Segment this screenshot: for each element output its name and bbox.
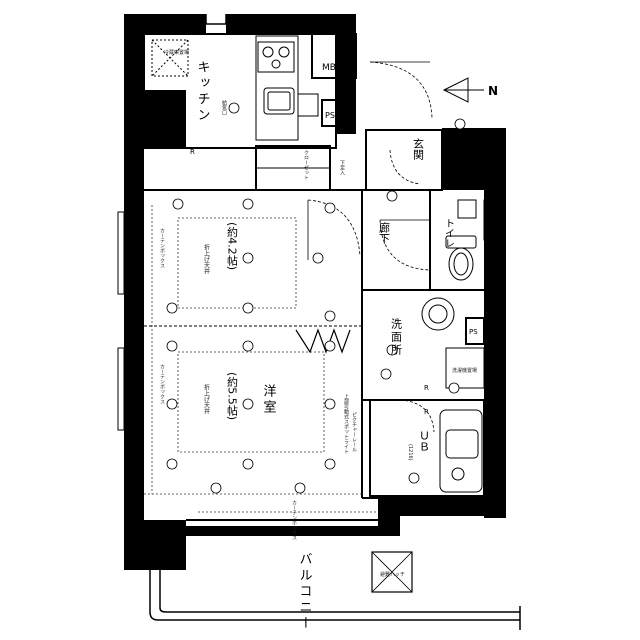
spot-light-label: 上部可動式スポットライト [343,393,349,454]
picture-rail-label: ピクチャーレール [351,412,357,452]
ceiling-light [166,302,178,314]
ceiling-light [324,398,336,410]
washer-label: 洗濯機置場 [452,367,477,374]
bathroom-size: (1216) [407,444,413,461]
ceiling-light [386,344,398,356]
exhaust-label: 給気口 [221,99,227,116]
western-area: (約5.5帖) [226,372,239,420]
curtain-box-label-2: カーテンボックス [159,364,165,404]
ceiling-light [324,202,336,214]
ceiling-light [242,458,254,470]
north-label: N [488,84,498,98]
ceiling-light [242,398,254,410]
fridge-label: 冷蔵庫置場 [164,49,189,56]
closet-label: クローゼット [303,150,309,180]
ceiling-light [242,302,254,314]
ceiling-light [408,472,420,484]
ceiling-light [324,458,336,470]
curtain-box-label-3: カーテンボックス [291,500,297,540]
ceiling-light [386,190,398,202]
doors [295,61,435,433]
r-label-3: R [424,408,429,416]
kitchen-label: キッチン [195,60,210,124]
bathroom-label: ＵＢ [418,430,431,452]
kitchen-fixtures [151,14,319,141]
bedroom-area: (約4.2帖) [226,222,239,270]
shoes-label: 下足入 [339,160,345,175]
ceiling-light [454,118,466,130]
ceiling-light [166,398,178,410]
north-arrow: N [442,77,498,103]
curtain-box-label-1: カーテンボックス [159,228,165,268]
balcony-label: バルコニー [297,552,313,632]
walls [117,14,506,570]
ceiling-light [210,482,222,494]
sanitary-fixtures [421,199,501,493]
ceiling-outlines [144,205,378,513]
ps-label-1: PS [325,111,335,120]
hallway-label: 廊下 [378,221,391,245]
ceiling-light [324,310,336,322]
evac-label: 避難ハッチ [380,571,405,578]
washroom-label: 洗面所 [390,318,403,357]
ceiling-light [448,382,460,394]
balcony-door [212,527,370,535]
toilet-label: トイレ [443,218,455,248]
ceiling-light [380,368,392,380]
western-label: 洋室 [261,384,277,416]
ceiling-light [242,252,254,264]
ceiling-label-a: 折上げ天井 [203,243,210,275]
ceiling-light [242,340,254,352]
mb-label: MB [322,63,336,73]
ceiling-light [228,102,240,114]
balcony-area [149,551,521,630]
ceiling-light [294,482,306,494]
r-label-2: R [424,384,429,392]
ps-label-2: PS [469,328,478,336]
ceiling-light [166,340,178,352]
ceiling-light [242,198,254,210]
r-label-1: R [190,148,195,156]
interior-walls [143,33,485,521]
entrance-label: 玄関 [412,137,425,160]
ceiling-light [324,340,336,352]
ceiling-label-b: 折上げ天井 [203,383,210,415]
ceiling-light [312,252,324,264]
ceiling-light [172,198,184,210]
ceiling-lights [166,102,466,494]
ceiling-light [166,458,178,470]
